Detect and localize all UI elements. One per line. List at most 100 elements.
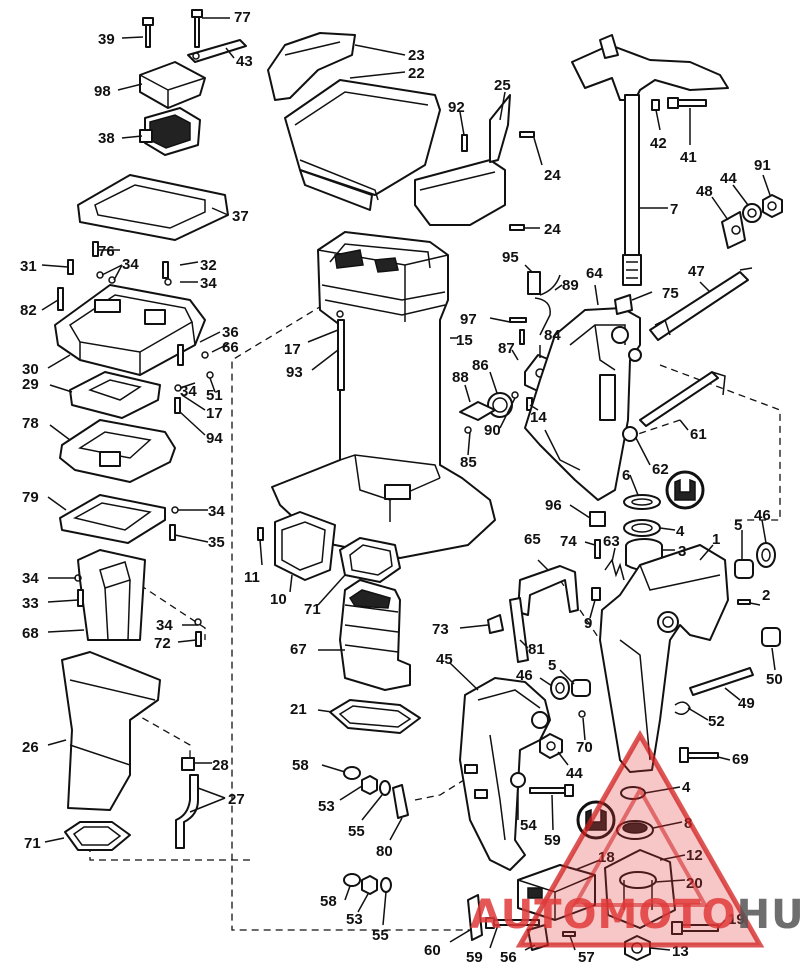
icon-grease-upper	[665, 470, 705, 510]
tilt-tube-47	[649, 267, 753, 341]
callout-22: 22	[408, 65, 425, 82]
callout-91: 91	[754, 157, 771, 174]
callout-55: 55	[372, 927, 389, 944]
callout-50: 50	[766, 671, 783, 688]
callout-34: 34	[122, 256, 139, 273]
stud-93	[336, 310, 345, 391]
steering-arm-7	[571, 34, 729, 286]
exhaust-housing-26	[61, 651, 161, 811]
callout-26: 26	[22, 739, 39, 756]
callout-33: 33	[22, 595, 39, 612]
watermark-text: AUTOMOTOHUB	[470, 892, 800, 938]
callout-39: 39	[98, 31, 115, 48]
callout-57: 57	[578, 949, 595, 966]
cover-22	[284, 79, 441, 211]
callout-75: 75	[662, 285, 679, 302]
callout-17: 17	[206, 405, 223, 422]
callout-71: 71	[304, 601, 321, 618]
callout-68: 68	[22, 625, 39, 642]
callout-37: 37	[232, 208, 249, 225]
screw-70	[578, 710, 586, 718]
callout-25: 25	[494, 77, 511, 94]
callout-64: 64	[586, 265, 603, 282]
washer-46-right	[756, 542, 776, 568]
washer-42	[651, 99, 660, 111]
callout-70: 70	[576, 739, 593, 756]
callout-87: 87	[498, 340, 515, 357]
callout-5: 5	[548, 657, 556, 674]
callout-85: 85	[460, 454, 477, 471]
harness-89	[534, 274, 561, 336]
link-80	[392, 784, 409, 819]
leader-lines	[41, 17, 776, 951]
callout-4: 4	[676, 523, 685, 540]
nut-91	[762, 194, 783, 218]
bushing-50	[761, 627, 781, 647]
callout-41: 41	[680, 149, 697, 166]
callout-23: 23	[408, 47, 425, 64]
small-bolts-left	[57, 241, 214, 379]
callout-49: 49	[738, 695, 755, 712]
callout-6: 6	[622, 467, 630, 484]
callout-59: 59	[466, 949, 483, 966]
clip-48	[721, 211, 746, 249]
nut-44-lower	[539, 733, 563, 759]
callout-4: 4	[682, 779, 691, 796]
tilt-lever-61	[639, 371, 726, 427]
callout-51: 51	[206, 387, 223, 404]
callout-34: 34	[156, 617, 173, 634]
callout-58: 58	[292, 757, 309, 774]
callout-80: 80	[376, 843, 393, 860]
callout-93: 93	[286, 364, 303, 381]
clip-96	[589, 511, 606, 527]
ring-6	[623, 494, 661, 510]
bracket-65	[517, 565, 579, 616]
bolt-69	[679, 747, 719, 763]
bushing-58-upper	[343, 766, 361, 780]
callout-34: 34	[180, 383, 197, 400]
callout-38: 38	[98, 130, 115, 147]
callout-46: 46	[754, 507, 771, 524]
spring-63	[604, 558, 625, 581]
bracket-43	[187, 39, 247, 63]
bolts-stack-left	[74, 384, 202, 647]
callout-3: 3	[678, 543, 686, 560]
callout-29: 29	[22, 376, 39, 393]
callout-77: 77	[234, 9, 251, 26]
plate-29	[69, 371, 161, 419]
washer-55-lower	[380, 877, 392, 893]
bolt-59-lower	[485, 917, 540, 929]
bolt-59-upper	[529, 784, 574, 797]
callout-84: 84	[544, 327, 561, 344]
automotohub-watermark: AUTOMOTOHUB	[470, 729, 800, 948]
bushing-5-left	[571, 679, 591, 697]
knob-73	[487, 614, 504, 634]
callout-71: 71	[24, 835, 41, 852]
callout-35: 35	[208, 534, 225, 551]
callout-44: 44	[720, 170, 737, 187]
callout-28: 28	[212, 757, 229, 774]
callout-90: 90	[484, 422, 501, 439]
screw-11	[257, 527, 264, 541]
callout-12: 12	[686, 847, 703, 864]
callout-58: 58	[320, 893, 337, 910]
callout-69: 69	[732, 751, 749, 768]
callout-55: 55	[348, 823, 365, 840]
callout-48: 48	[696, 183, 713, 200]
callout-60: 60	[424, 942, 441, 959]
cover-plate-10	[274, 511, 336, 581]
coil-38	[139, 107, 201, 156]
gasket-71-lower	[64, 821, 131, 851]
plate-60	[467, 894, 483, 941]
callout-10: 10	[270, 591, 287, 608]
callout-45: 45	[436, 651, 453, 668]
callout-66: 66	[222, 339, 239, 356]
nut-53-lower	[361, 875, 378, 895]
callout-54: 54	[520, 817, 537, 834]
fitting-9	[591, 587, 601, 601]
callout-34: 34	[208, 503, 225, 520]
washer-44-upper	[742, 203, 762, 223]
